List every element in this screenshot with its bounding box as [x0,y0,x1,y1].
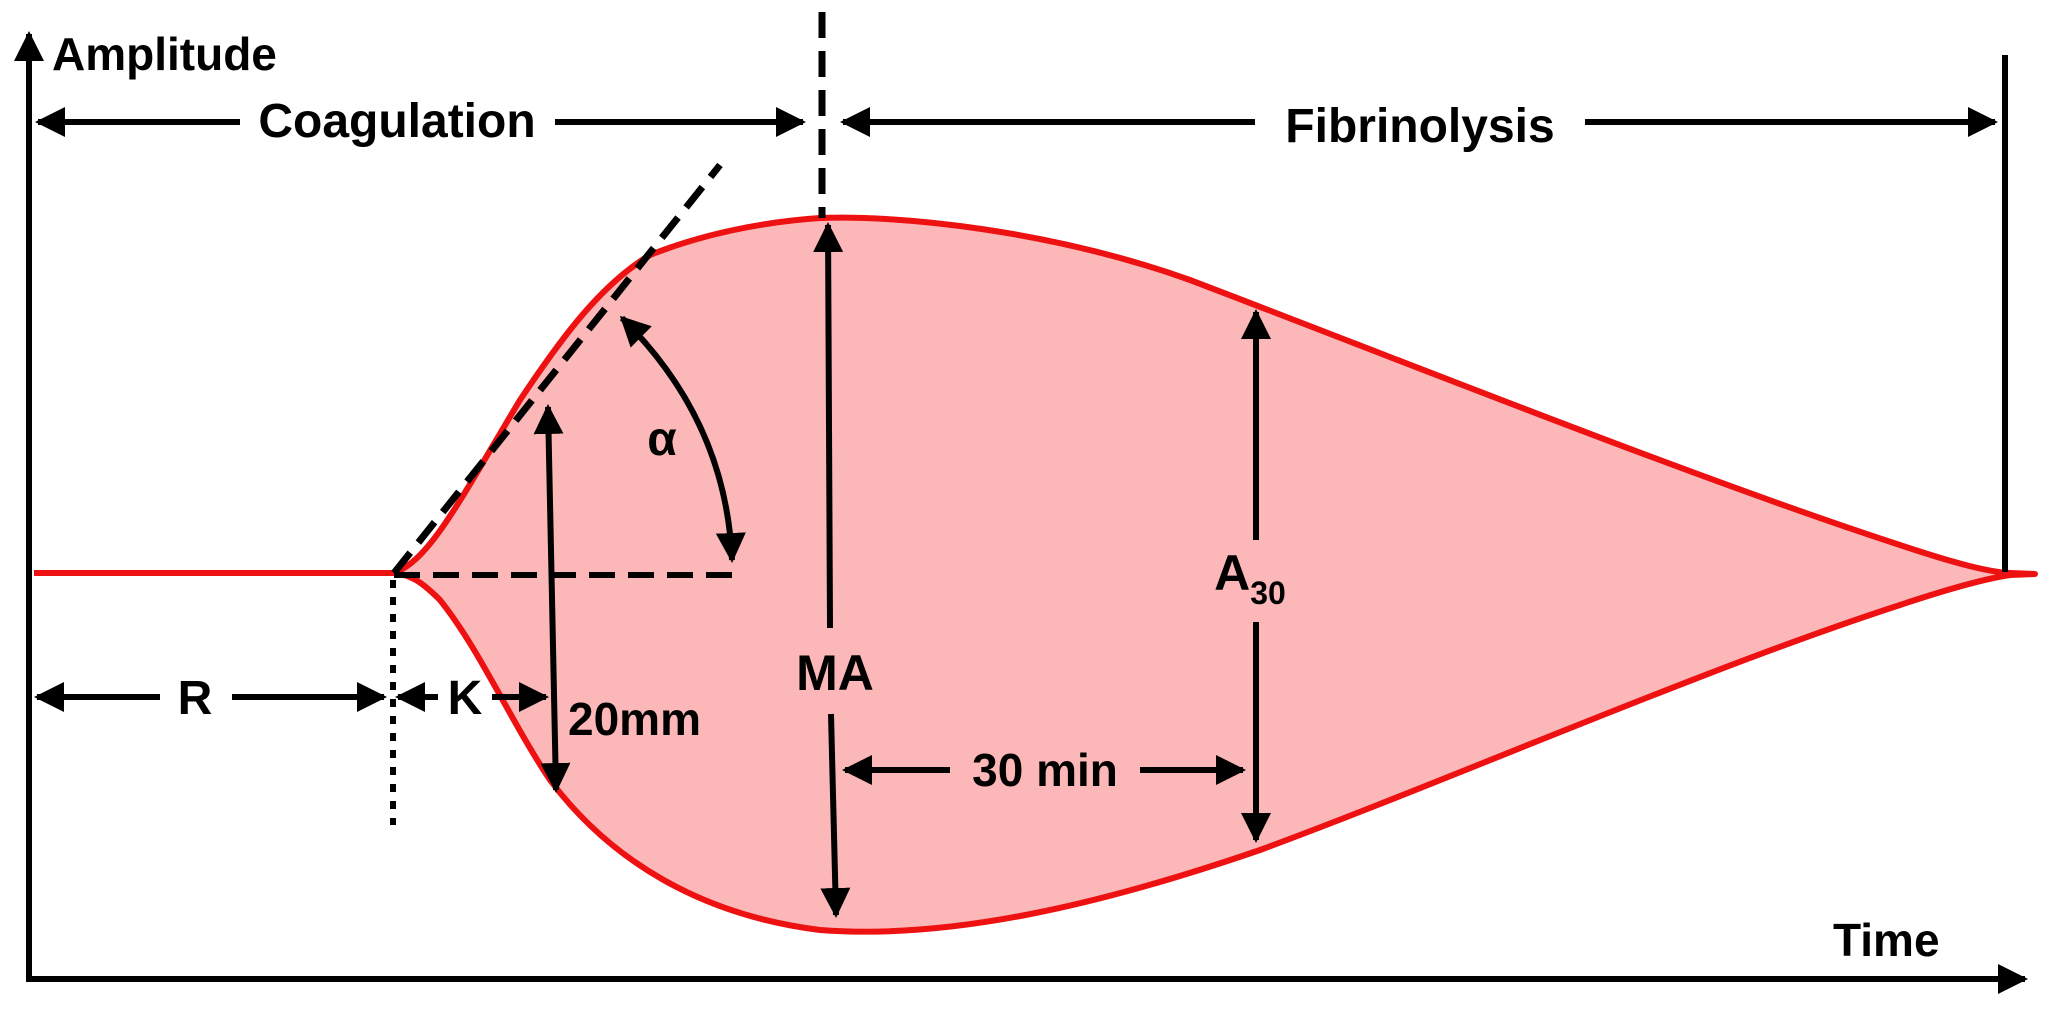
ma-label: MA [796,645,874,701]
alpha-label: α [647,413,677,466]
coagulation-label: Coagulation [258,95,535,148]
fibrinolysis-label: Fibrinolysis [1285,100,1554,153]
teg-tracing-area [391,214,2038,935]
ma-arrow-up [813,222,844,629]
ma-arrow-down [820,713,851,918]
thirty-min-label: 30 min [972,744,1118,796]
x-axis-label: Time [1833,914,1940,966]
alpha-arc-arrow [619,315,746,563]
k-label: K [448,672,483,725]
r-label: R [178,672,213,725]
twenty-mm-arrow [533,404,571,793]
a30-label: A30 [1214,545,1286,611]
alpha-tangent-line [391,162,723,576]
twenty-mm-label: 20mm [568,693,701,745]
y-axis-label: Amplitude [52,28,277,80]
